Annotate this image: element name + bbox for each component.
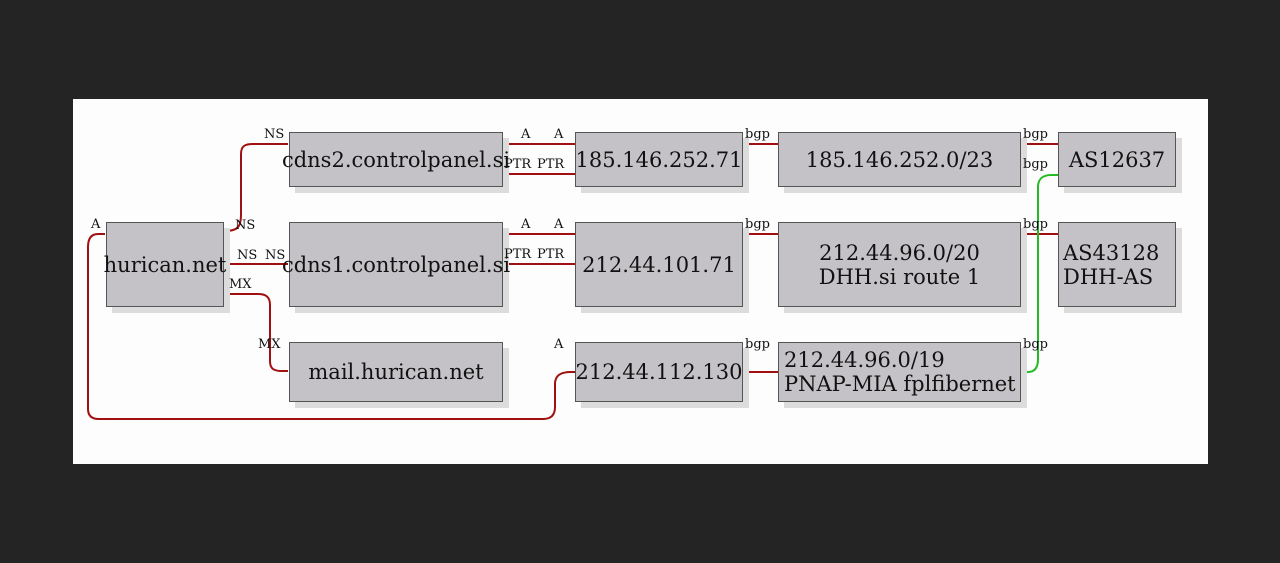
node-net-212-44-96-0-20[interactable]: 212.44.96.0/20 DHH.si route 1 — [778, 222, 1021, 307]
node-ip2-label: 212.44.101.71 — [582, 252, 736, 277]
edge-label-ns-cdns1: NS — [265, 248, 286, 263]
edge-label-ns-cdns2: NS — [264, 127, 285, 142]
node-net2-line2: DHH.si route 1 — [818, 264, 981, 289]
node-hurican-net[interactable]: hurican.net — [103, 222, 227, 307]
edge-label-bgp-net1: bgp — [1023, 127, 1048, 142]
edge-layer — [87, 143, 1058, 420]
node-cdns2-label: cdns2.controlpanel.si — [281, 147, 511, 172]
edge-hurican-cdns2 — [223, 143, 288, 232]
diagram-canvas: hurican.net cdns2.controlpanel.si cdns1.… — [73, 99, 1208, 464]
edge-label-a-ip1-in: A — [554, 127, 564, 142]
edge-label-bgp-as1-in: bgp — [1023, 157, 1048, 172]
node-ip-185-146-252-71[interactable]: 185.146.252.71 — [575, 132, 743, 187]
node-ip-212-44-112-130[interactable]: 212.44.112.130 — [575, 342, 743, 402]
node-cdns1-label: cdns1.controlpanel.si — [281, 252, 511, 277]
edge-hurican-mail — [226, 293, 288, 372]
node-as2-label: AS43128 DHH-AS — [1063, 241, 1159, 289]
edge-label-ptr-ip1-out: PTR — [537, 157, 565, 172]
node-cdns2[interactable]: cdns2.controlpanel.si — [282, 132, 510, 187]
node-ip1-label: 185.146.252.71 — [575, 147, 743, 172]
node-net3-line2: PNAP-MIA fplfibernet — [784, 372, 1016, 396]
edge-label-ns-hurican-out: NS — [237, 248, 258, 263]
edge-label-bgp-ip2: bgp — [745, 217, 770, 232]
edge-label-mx-mail: MX — [258, 337, 281, 352]
edge-label-a-ip3: A — [554, 337, 564, 352]
edge-label-ptr-cdns1-in: PTR — [504, 247, 532, 262]
node-hurican-net-label: hurican.net — [103, 252, 227, 277]
edge-label-bgp-net2: bgp — [1023, 217, 1048, 232]
node-as1-label: AS12637 — [1068, 147, 1166, 172]
node-cdns1[interactable]: cdns1.controlpanel.si — [282, 222, 510, 307]
node-as43128[interactable]: AS43128 DHH-AS — [1058, 222, 1176, 307]
node-net2-label: 212.44.96.0/20 DHH.si route 1 — [819, 241, 980, 289]
node-net-185-146-252-0[interactable]: 185.146.252.0/23 — [778, 132, 1021, 187]
node-as2-line1: AS43128 — [1063, 240, 1160, 265]
edge-net3-as1 — [1021, 174, 1058, 373]
node-net2-line1: 212.44.96.0/20 — [819, 240, 980, 265]
node-ip3-label: 212.44.112.130 — [575, 360, 743, 384]
edge-label-a-ip2-in: A — [554, 217, 564, 232]
node-ip-212-44-101-71[interactable]: 212.44.101.71 — [575, 222, 743, 307]
edge-label-ns-hurican-top: NS — [235, 218, 256, 233]
edge-label-a-cdns2-out: A — [521, 127, 531, 142]
edge-label-ptr-ip2-out: PTR — [537, 247, 565, 262]
node-net1-label: 185.146.252.0/23 — [805, 147, 994, 172]
edge-label-ptr-cdns2-in: PTR — [504, 157, 532, 172]
edge-label-bgp-net3: bgp — [1023, 337, 1048, 352]
node-as12637[interactable]: AS12637 — [1058, 132, 1176, 187]
edge-label-mx-hurican: MX — [229, 277, 252, 292]
edge-label-a-hurican: A — [91, 217, 101, 232]
edge-label-bgp-ip1: bgp — [745, 127, 770, 142]
node-net3-label: 212.44.96.0/19 PNAP-MIA fplfibernet — [784, 348, 1016, 396]
edge-hurican-ip3 — [87, 233, 575, 420]
node-mail[interactable]: mail.hurican.net — [289, 342, 503, 402]
node-net3-line1: 212.44.96.0/19 — [784, 348, 945, 372]
node-mail-label: mail.hurican.net — [308, 360, 484, 384]
node-as2-line2: DHH-AS — [1063, 264, 1154, 289]
edge-label-a-cdns1-out: A — [521, 217, 531, 232]
edge-label-bgp-ip3: bgp — [745, 337, 770, 352]
node-net-212-44-96-0-19[interactable]: 212.44.96.0/19 PNAP-MIA fplfibernet — [778, 342, 1021, 402]
